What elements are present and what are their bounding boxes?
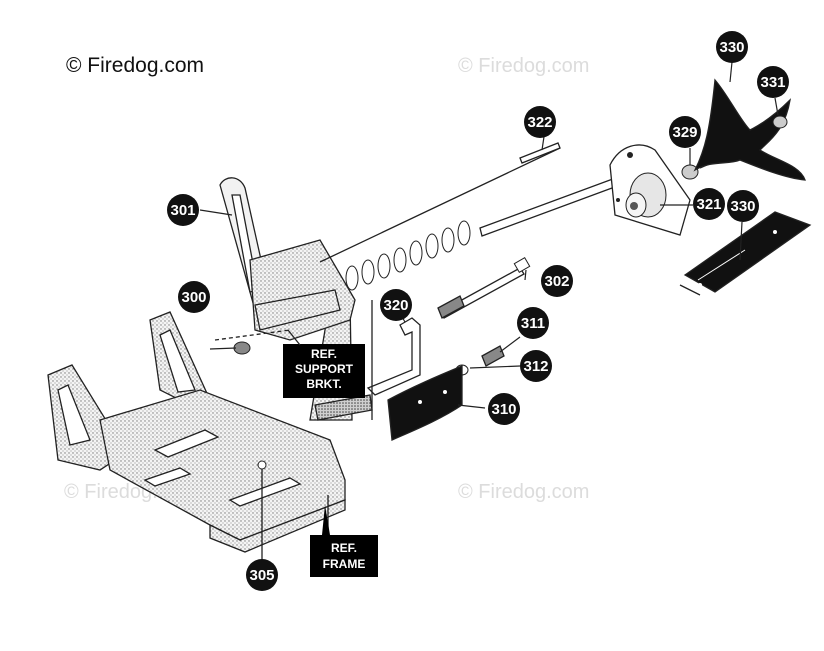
callout-305: 305: [246, 559, 278, 591]
ref-frame-label: REF. FRAME: [310, 505, 378, 577]
svg-text:322: 322: [527, 114, 552, 131]
ref-support-line3: BRKT.: [306, 377, 341, 391]
frame-assembly: [47, 311, 346, 560]
bolt-302: [437, 256, 531, 319]
callout-320: 320: [380, 289, 412, 321]
ref-frame-line1: REF.: [331, 541, 357, 555]
lever-assembly: [214, 177, 356, 355]
hub-assembly: [609, 144, 746, 236]
callout-322: 322: [524, 106, 556, 138]
svg-text:320: 320: [383, 297, 408, 314]
callout-302: 302: [541, 265, 573, 297]
ref-support-line1: REF.: [311, 347, 337, 361]
blade-top: [693, 78, 806, 181]
callout-312: 312: [520, 350, 552, 382]
bolt-311: [455, 345, 505, 376]
ref-frame-line2: FRAME: [323, 557, 366, 571]
callout-329: 329: [669, 116, 701, 148]
copyright-watermark-top: © Firedog.com: [458, 55, 589, 77]
spring-rod-assembly: [319, 142, 631, 291]
copyright-watermark-right: © Firedog.com: [458, 481, 589, 503]
svg-text:312: 312: [523, 358, 548, 375]
svg-text:310: 310: [491, 401, 516, 418]
blade-bottom: [679, 211, 812, 296]
callout-300: 300: [178, 281, 210, 313]
callout-321: 321: [693, 188, 725, 220]
svg-text:300: 300: [181, 289, 206, 306]
shield-310: [371, 300, 463, 441]
callout-331: 331: [757, 66, 789, 98]
spring: [345, 220, 471, 291]
svg-text:302: 302: [544, 273, 569, 290]
bracket-320: [366, 317, 421, 396]
ref-support-line2: SUPPORT: [295, 362, 354, 376]
copyright-main: © Firedog.com: [66, 54, 204, 77]
svg-text:321: 321: [696, 196, 721, 213]
ref-support-bracket-label: REF. SUPPORT BRKT.: [283, 329, 365, 398]
callout-310: 310: [488, 393, 520, 425]
callout-330-top: 330: [716, 31, 748, 63]
svg-text:301: 301: [170, 202, 195, 219]
callout-301: 301: [167, 194, 199, 226]
svg-text:305: 305: [249, 567, 274, 584]
svg-text:329: 329: [672, 124, 697, 141]
svg-text:331: 331: [760, 74, 785, 91]
callout-330-bottom: 330: [727, 190, 759, 222]
svg-text:330: 330: [719, 39, 744, 56]
svg-text:330: 330: [730, 198, 755, 215]
callout-311: 311: [517, 307, 549, 339]
svg-text:311: 311: [521, 315, 545, 332]
